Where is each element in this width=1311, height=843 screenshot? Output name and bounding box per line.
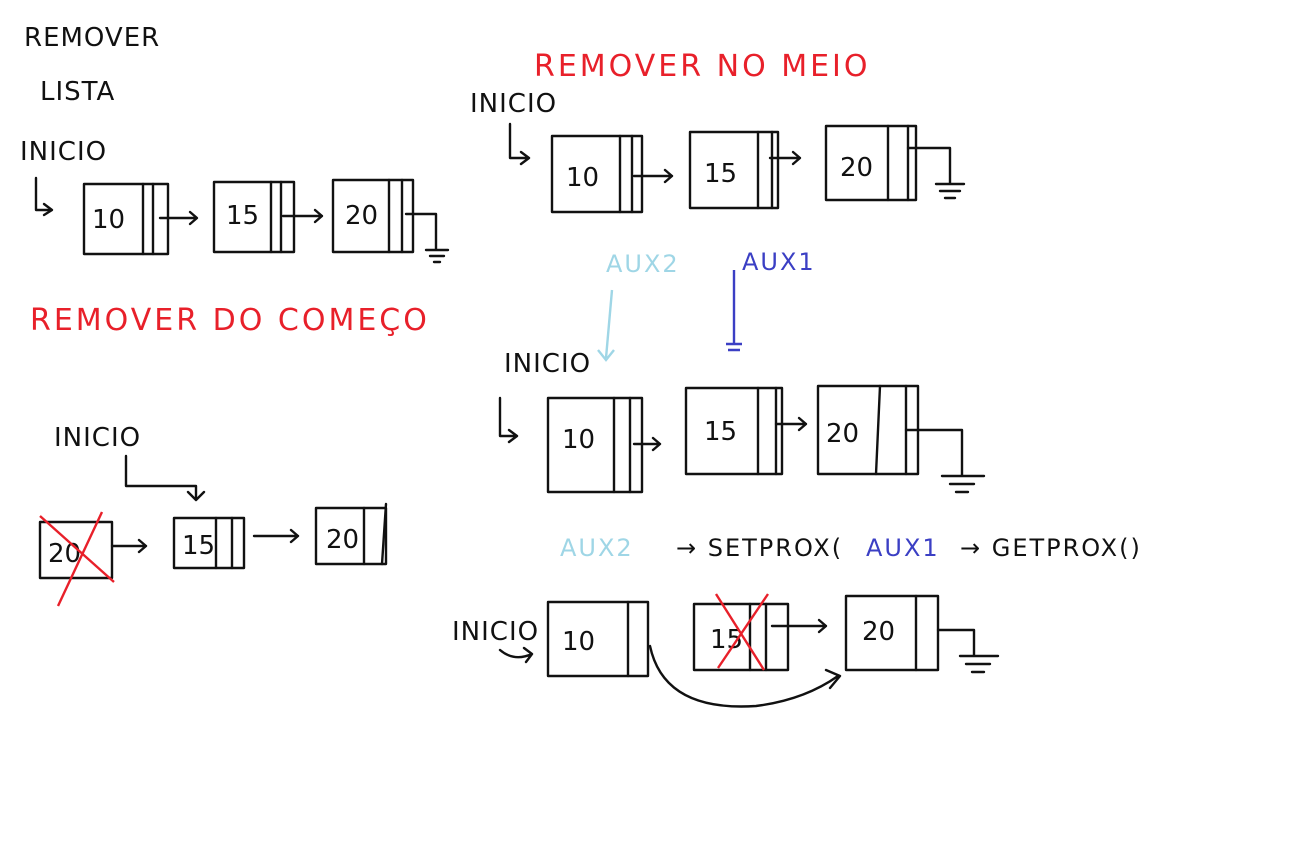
null-ground-icon — [936, 628, 1000, 674]
node-value: 15 — [704, 417, 737, 447]
inicio-label: INICIO — [470, 89, 557, 119]
next-arrow — [770, 618, 828, 634]
operation-expression: AUX2 → SETPROX( AUX1 → GETPROX() — [560, 534, 1142, 562]
node-20: 20 — [844, 594, 940, 672]
inicio-arrow — [34, 176, 52, 212]
node-20-removed: 20 — [38, 511, 115, 607]
inicio-label: INICIO — [20, 137, 107, 167]
node-value: 20 — [48, 539, 81, 569]
op-aux2: AUX2 — [560, 534, 634, 562]
null-ground-icon — [904, 428, 986, 494]
node-value: 15 — [704, 159, 737, 189]
next-arrow — [281, 208, 324, 224]
inicio-arrow — [498, 396, 519, 444]
node-20: 20 — [816, 384, 920, 476]
next-arrow — [632, 436, 662, 452]
list-original: INICIO 10 15 20 — [20, 137, 450, 264]
null-ground-icon — [404, 212, 450, 264]
node-20: 20 — [314, 502, 388, 566]
node-10: 10 — [550, 134, 644, 214]
node-15: 15 — [172, 516, 246, 570]
node-15: 15 — [688, 130, 780, 210]
section-remove-middle: REMOVER NO MEIO INICIO 10 15 20 AUX2 AUX… — [452, 49, 1142, 708]
next-arrow — [774, 416, 808, 432]
node-10: 10 — [82, 182, 170, 256]
op-setprox: → SETPROX( — [676, 534, 843, 562]
bypass-link-arrow — [648, 644, 842, 708]
cross-out-mark — [714, 593, 769, 671]
op-getprox: → GETPROX() — [960, 534, 1142, 562]
heading-remover-do-comeco: REMOVER DO COMEÇO — [30, 303, 430, 338]
cross-out-mark — [39, 511, 115, 607]
title-remover: REMOVER — [24, 23, 160, 53]
title-lista: LISTA — [40, 77, 115, 107]
heading-remover-no-meio: REMOVER NO MEIO — [534, 49, 871, 84]
node-value: 10 — [562, 425, 595, 455]
node-value: 20 — [326, 525, 359, 555]
node-value: 20 — [345, 201, 378, 231]
inicio-label: INICIO — [504, 349, 591, 379]
inicio-arrow — [508, 122, 531, 166]
node-value: 20 — [862, 617, 895, 647]
inicio-arrow — [498, 646, 534, 664]
node-20: 20 — [824, 124, 918, 202]
node-15: 15 — [212, 180, 296, 254]
node-value: 15 — [226, 201, 259, 231]
aux1-label: AUX1 — [742, 248, 816, 276]
inicio-label: INICIO — [452, 617, 539, 647]
inicio-arrow — [124, 454, 206, 502]
inicio-label: INICIO — [54, 423, 141, 453]
node-value: 20 — [826, 419, 859, 449]
null-ground-icon — [906, 146, 966, 200]
node-15: 15 — [684, 386, 784, 476]
node-value: 10 — [92, 205, 125, 235]
aux2-label: AUX2 — [606, 250, 680, 278]
next-arrow — [252, 528, 300, 544]
node-value: 15 — [182, 531, 215, 561]
next-arrow — [632, 168, 674, 184]
node-value: 10 — [566, 163, 599, 193]
node-value: 10 — [562, 627, 595, 657]
node-20: 20 — [331, 178, 415, 254]
op-aux1: AUX1 — [866, 534, 940, 562]
node-10: 10 — [546, 600, 650, 678]
aux1-pointer-arrow — [726, 270, 742, 352]
aux2-pointer-arrow — [597, 289, 615, 362]
node-value: 20 — [840, 153, 873, 183]
next-arrow — [158, 210, 199, 226]
node-10: 10 — [546, 396, 644, 494]
next-arrow — [768, 150, 802, 166]
next-arrow — [110, 538, 148, 554]
node-15-removed: 15 — [692, 593, 790, 672]
section-remove-head: REMOVER DO COMEÇO INICIO 20 15 20 — [30, 303, 430, 607]
